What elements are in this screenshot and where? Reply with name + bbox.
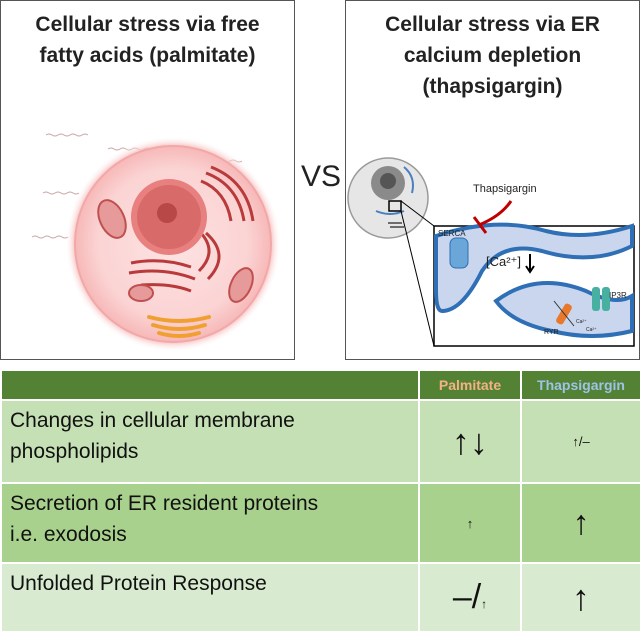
ip3r-label: IP3R bbox=[609, 291, 627, 300]
row-label-line2: phospholipids bbox=[10, 440, 139, 463]
row-label-line1: Unfolded Protein Response bbox=[10, 572, 267, 595]
nucleolus bbox=[157, 203, 177, 223]
palmitate-title-line2: fatty acids (palmitate) bbox=[39, 44, 256, 67]
row-label-line2: i.e. exodosis bbox=[10, 523, 127, 546]
table-row: Secretion of ER resident proteins i.e. e… bbox=[0, 482, 640, 564]
ryr-channel bbox=[553, 300, 575, 327]
thapsigargin-inhibitor-icon bbox=[472, 200, 513, 234]
ip3r-channel bbox=[592, 287, 610, 311]
row-label: Secretion of ER resident proteins i.e. e… bbox=[0, 482, 420, 564]
golgi-apparatus bbox=[147, 315, 211, 338]
header-palmitate: Palmitate bbox=[418, 369, 522, 401]
thapsigargin-er-illustration: Thapsigargin SERCA [Ca²⁺] IP3R RYR Ca²⁺ … bbox=[347, 157, 635, 347]
palmitate-effect: –/↑ bbox=[418, 562, 522, 633]
calcium-label: [Ca²⁺] bbox=[486, 254, 521, 269]
palmitate-effect-sub: ↑ bbox=[481, 597, 488, 611]
thapsigargin-effect: ↑/– bbox=[520, 399, 640, 484]
thapsigargin-panel-title: Cellular stress via ER calcium depletion… bbox=[346, 9, 639, 102]
palmitate-effect: ↑↓ bbox=[418, 399, 522, 484]
table-row: Changes in cellular membrane phospholipi… bbox=[0, 399, 640, 484]
row-label: Changes in cellular membrane phospholipi… bbox=[0, 399, 420, 484]
zoom-box bbox=[388, 200, 402, 212]
palmitate-effect-main: –/ bbox=[452, 578, 482, 616]
header-thapsigargin: Thapsigargin bbox=[520, 369, 640, 401]
palmitate-cell-illustration bbox=[31, 133, 281, 352]
mitochondria bbox=[97, 199, 254, 303]
ryr-label: RYR bbox=[544, 329, 559, 336]
thapsigargin-effect: ↑ bbox=[520, 562, 640, 633]
calcium-ion-label: Ca²⁺ bbox=[586, 327, 597, 333]
row-label-line1: Changes in cellular membrane bbox=[10, 409, 295, 432]
thapsigargin-effect: ↑ bbox=[520, 482, 640, 564]
palmitate-panel: Cellular stress via free fatty acids (pa… bbox=[0, 0, 295, 360]
serca-pump bbox=[449, 237, 469, 269]
palmitate-effect: ↑ bbox=[418, 482, 522, 564]
table-header-row: Palmitate Thapsigargin bbox=[0, 369, 640, 401]
palmitate-panel-title: Cellular stress via free fatty acids (pa… bbox=[1, 9, 294, 71]
row-label: Unfolded Protein Response bbox=[0, 562, 420, 633]
serca-label: SERCA bbox=[438, 229, 466, 238]
header-blank-cell bbox=[0, 369, 420, 401]
row-label-line1: Secretion of ER resident proteins bbox=[10, 492, 319, 515]
palmitate-title-line1: Cellular stress via free bbox=[35, 13, 260, 36]
calcium-ion-label: Ca²⁺ bbox=[576, 319, 587, 325]
comparison-table: Palmitate Thapsigargin Changes in cellul… bbox=[0, 369, 640, 633]
thapsigargin-label: Thapsigargin bbox=[473, 183, 537, 195]
er-network bbox=[128, 165, 255, 293]
vs-label: VS bbox=[300, 160, 342, 193]
thapsigargin-panel: Cellular stress via ER calcium depletion… bbox=[345, 0, 640, 360]
thapsigargin-title-line2: calcium depletion bbox=[403, 44, 582, 67]
table-row: Unfolded Protein Response –/↑ ↑ bbox=[0, 562, 640, 633]
thapsigargin-title-line1: Cellular stress via ER bbox=[385, 13, 600, 36]
thapsigargin-title-line3: (thapsigargin) bbox=[422, 75, 563, 98]
